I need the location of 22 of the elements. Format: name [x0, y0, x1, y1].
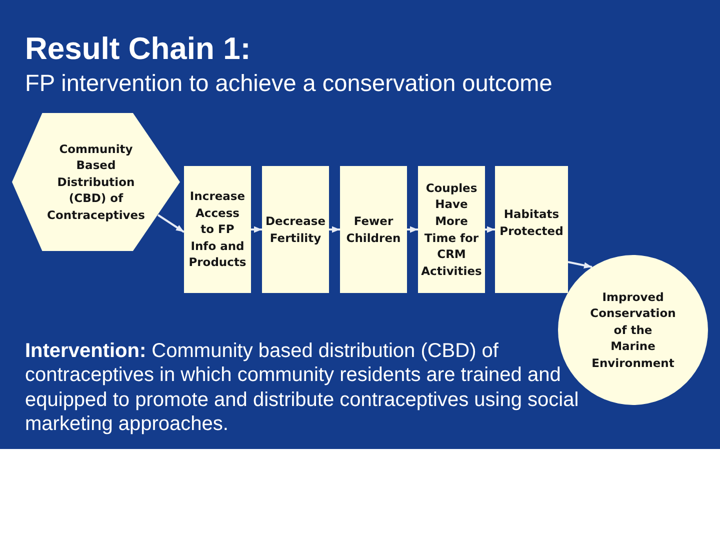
- arrow: [251, 226, 262, 233]
- slide-subtitle: FP intervention to achieve a conservation outcome: [25, 69, 552, 97]
- arrow: [329, 226, 340, 233]
- arrow: [485, 226, 495, 233]
- process-box: [184, 166, 251, 293]
- node-text: Habitats Protected: [498, 206, 564, 240]
- node-text: Couples Have More Time for CRM Activities: [420, 180, 483, 280]
- node-text: Improved Conservation of the Marine Environment: [590, 288, 676, 372]
- process-box: [340, 166, 407, 293]
- slide-title: Result Chain 1:: [25, 31, 251, 67]
- hexagon-shape: [12, 113, 180, 251]
- intervention-description: Intervention: Community based distribution (CBD) of contraceptives in which community residents are trained and equipped to promote and distribute contraceptives using social marketing approaches.: [25, 339, 580, 437]
- node-text: Fewer Children: [345, 212, 402, 246]
- node-text: Community Based Distribution (CBD) of Contraceptives: [46, 140, 146, 224]
- process-box: [262, 166, 329, 293]
- process-box: [495, 166, 568, 293]
- arrow: [407, 226, 418, 233]
- arrow: [568, 261, 592, 268]
- node-text: Decrease Fertility: [264, 212, 327, 246]
- process-box: [418, 166, 485, 293]
- node-text: Increase Access to FP Info and Products: [188, 188, 248, 271]
- arrow: [157, 214, 185, 233]
